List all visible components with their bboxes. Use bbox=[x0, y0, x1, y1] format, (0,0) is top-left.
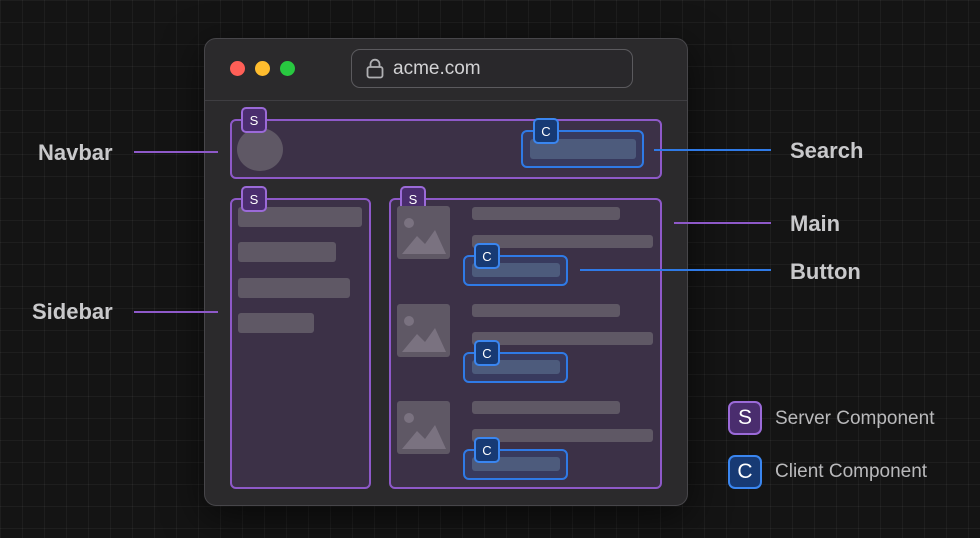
lock-icon bbox=[366, 58, 384, 79]
main-label: Main bbox=[790, 211, 841, 236]
legend-server-badge: S bbox=[728, 401, 762, 435]
minimize-window-dot[interactable] bbox=[255, 61, 270, 76]
content-line-placeholder bbox=[472, 304, 620, 317]
content-line-placeholder bbox=[472, 332, 653, 345]
search-connector-line bbox=[654, 149, 771, 151]
legend-client-badge: C bbox=[728, 455, 762, 489]
legend-server-text: Server Component bbox=[775, 408, 935, 429]
content-line-placeholder bbox=[472, 207, 620, 220]
address-bar-url: acme.com bbox=[393, 58, 481, 79]
search-label: Search bbox=[790, 138, 864, 163]
main-connector-line bbox=[674, 222, 771, 224]
avatar bbox=[237, 128, 283, 171]
sidebar-label: Sidebar bbox=[32, 299, 113, 324]
image-placeholder-icon bbox=[397, 206, 450, 259]
sidebar-connector-line bbox=[134, 311, 218, 313]
button-label: Button bbox=[790, 259, 861, 284]
maximize-window-dot[interactable] bbox=[280, 61, 295, 76]
sidebar-item-placeholder bbox=[238, 242, 336, 262]
image-placeholder-icon bbox=[397, 401, 450, 454]
titlebar-divider bbox=[205, 100, 687, 101]
navbar-connector-line bbox=[134, 151, 218, 153]
sidebar-server-badge: S bbox=[241, 186, 267, 212]
button-client-badge: C bbox=[474, 437, 500, 463]
sidebar-item-placeholder bbox=[238, 313, 314, 333]
image-placeholder-icon bbox=[397, 304, 450, 357]
button-connector-line bbox=[580, 269, 771, 271]
content-line-placeholder bbox=[472, 429, 653, 442]
button-client-badge: C bbox=[474, 243, 500, 269]
button-client-badge: C bbox=[474, 340, 500, 366]
close-window-dot[interactable] bbox=[230, 61, 245, 76]
address-bar[interactable] bbox=[351, 49, 633, 88]
navbar-label: Navbar bbox=[38, 140, 113, 165]
sidebar-item-placeholder bbox=[238, 278, 350, 298]
legend-client-text: Client Component bbox=[775, 461, 928, 482]
content-line-placeholder bbox=[472, 401, 620, 414]
content-line-placeholder bbox=[472, 235, 653, 248]
sidebar-item-placeholder bbox=[238, 207, 362, 227]
search-input-placeholder bbox=[530, 139, 636, 159]
search-client-badge: C bbox=[533, 118, 559, 144]
navbar-server-badge: S bbox=[241, 107, 267, 133]
